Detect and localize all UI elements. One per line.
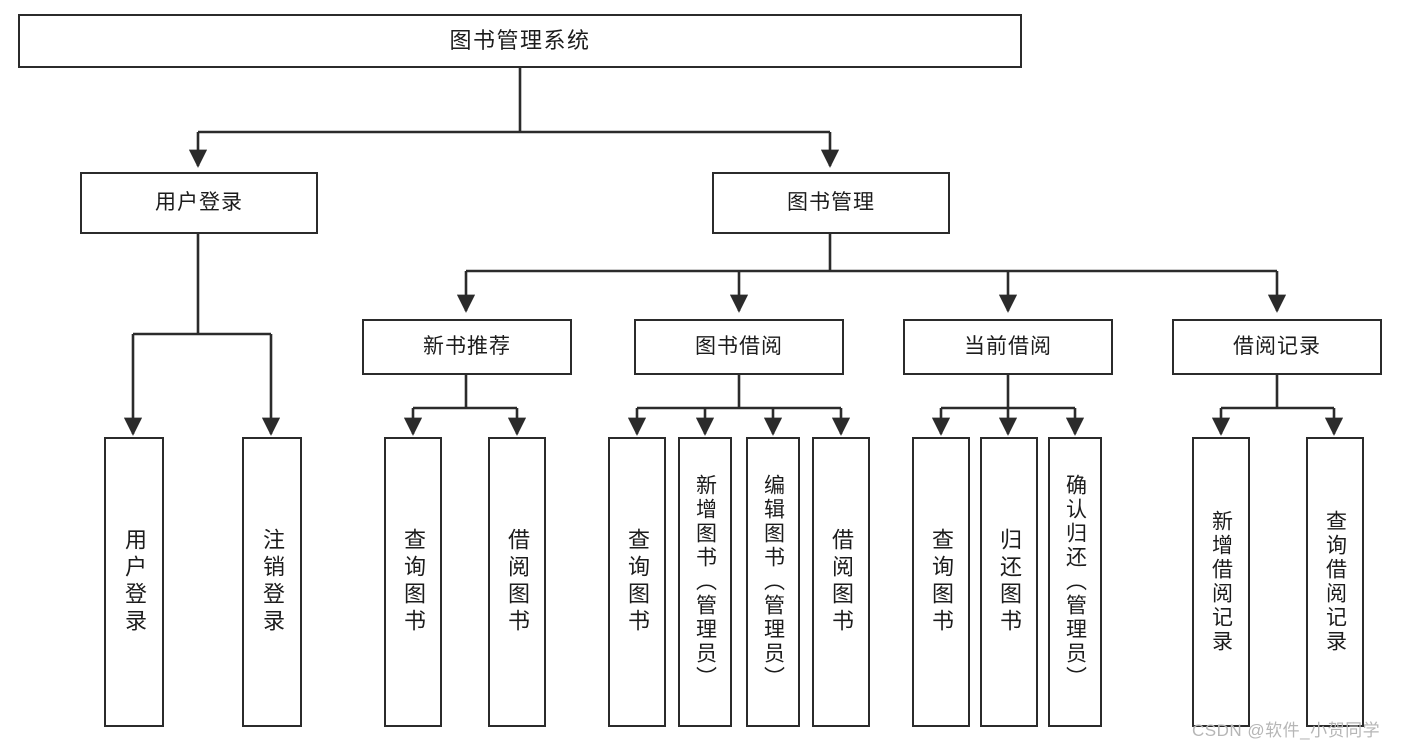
node-leaf-user-login-label: 用户登录 [122,528,147,636]
node-book-borrow-label: 图书借阅 [695,334,783,358]
node-new-book-recommend-label: 新书推荐 [423,334,511,358]
node-user-login[interactable]: 用户登录 [80,172,318,234]
node-leaf-logout-login-label: 注销登录 [260,528,285,636]
node-current-borrow-label: 当前借阅 [964,334,1052,358]
node-leaf-logout-login[interactable]: 注销登录 [242,437,302,727]
node-leaf-add-book[interactable]: 新增图书（管理员） [678,437,732,727]
node-leaf-confirm-return[interactable]: 确认归还（管理员） [1048,437,1102,727]
node-leaf-user-login[interactable]: 用户登录 [104,437,164,727]
node-leaf-edit-book-label: 编辑图书（管理员） [761,474,785,690]
node-leaf-borrow-book-1-label: 借阅图书 [505,528,530,636]
node-book-management[interactable]: 图书管理 [712,172,950,234]
node-leaf-borrow-book-2-label: 借阅图书 [829,528,854,636]
node-leaf-add-book-label: 新增图书（管理员） [693,474,717,690]
node-leaf-query-record-label: 查询借阅记录 [1323,510,1347,654]
node-leaf-query-record[interactable]: 查询借阅记录 [1306,437,1364,727]
node-borrow-record[interactable]: 借阅记录 [1172,319,1382,375]
node-leaf-query-book-3-label: 查询图书 [929,528,954,636]
node-leaf-query-book-2-label: 查询图书 [625,528,650,636]
node-leaf-add-record[interactable]: 新增借阅记录 [1192,437,1250,727]
node-book-borrow[interactable]: 图书借阅 [634,319,844,375]
node-leaf-add-record-label: 新增借阅记录 [1209,510,1233,654]
node-user-login-label: 用户登录 [155,190,243,214]
node-book-management-label: 图书管理 [787,190,875,214]
node-leaf-confirm-return-label: 确认归还（管理员） [1063,474,1087,690]
node-leaf-borrow-book-2[interactable]: 借阅图书 [812,437,870,727]
node-current-borrow[interactable]: 当前借阅 [903,319,1113,375]
node-leaf-query-book-3[interactable]: 查询图书 [912,437,970,727]
node-leaf-query-book-2[interactable]: 查询图书 [608,437,666,727]
node-new-book-recommend[interactable]: 新书推荐 [362,319,572,375]
node-leaf-return-book[interactable]: 归还图书 [980,437,1038,727]
node-leaf-return-book-label: 归还图书 [997,528,1022,636]
csdn-watermark: CSDN @软件_小贺同学 [1192,721,1381,740]
node-root[interactable]: 图书管理系统 [18,14,1022,68]
node-leaf-query-book-1-label: 查询图书 [401,528,426,636]
node-root-label: 图书管理系统 [449,28,591,54]
node-leaf-query-book-1[interactable]: 查询图书 [384,437,442,727]
node-leaf-borrow-book-1[interactable]: 借阅图书 [488,437,546,727]
node-leaf-edit-book[interactable]: 编辑图书（管理员） [746,437,800,727]
node-borrow-record-label: 借阅记录 [1233,334,1321,358]
